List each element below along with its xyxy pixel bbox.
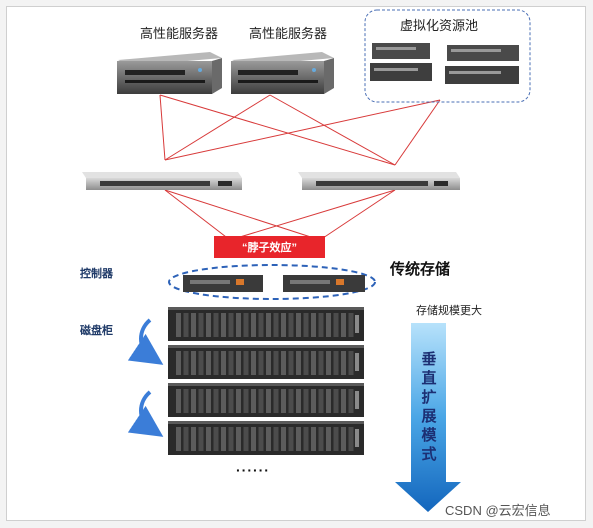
watermark: CSDN @云宏信息 (445, 503, 551, 518)
rotate-arrow-icon (127, 318, 164, 365)
vertical-mode-text: 垂 直 扩 展 模 式 (421, 351, 437, 463)
cabinet-label: 磁盘柜 (80, 325, 113, 337)
switch-icon (298, 172, 460, 190)
disk-cabinet-icon (168, 345, 364, 379)
server-label: 高性能服务器 (249, 26, 328, 41)
pool-server-icon (370, 63, 432, 81)
bottleneck-banner: “脖子效应” (214, 236, 325, 258)
virtual-pool-border (364, 9, 531, 103)
disk-cabinet-icon (168, 307, 364, 341)
pool-server-icon (372, 43, 430, 59)
disk-cabinet-icon (168, 383, 364, 417)
server-icon (117, 52, 222, 94)
network-links (159, 94, 441, 241)
controller-icon (183, 275, 263, 292)
rotate-arrow-icon (127, 390, 164, 437)
storage-title: 传统存储 (390, 261, 451, 278)
bottleneck-label: “脖子效应” (242, 242, 297, 254)
virtual-pool-label: 虚拟化资源池 (400, 18, 479, 33)
server-label: 高性能服务器 (140, 26, 219, 41)
pool-server-icon (447, 45, 519, 61)
switch-icon (82, 172, 242, 190)
controller-label: 控制器 (80, 268, 113, 280)
pool-server-icon (445, 66, 519, 84)
controller-icon (283, 275, 365, 292)
scale-note: 存储规模更大 (416, 305, 482, 317)
controller-group-outline (168, 264, 376, 300)
vertical-scale-arrow-icon (395, 323, 461, 512)
server-icon (231, 52, 334, 94)
disk-cabinet-icon (168, 421, 364, 455)
more-cabinets-ellipsis: ······ (236, 462, 270, 478)
